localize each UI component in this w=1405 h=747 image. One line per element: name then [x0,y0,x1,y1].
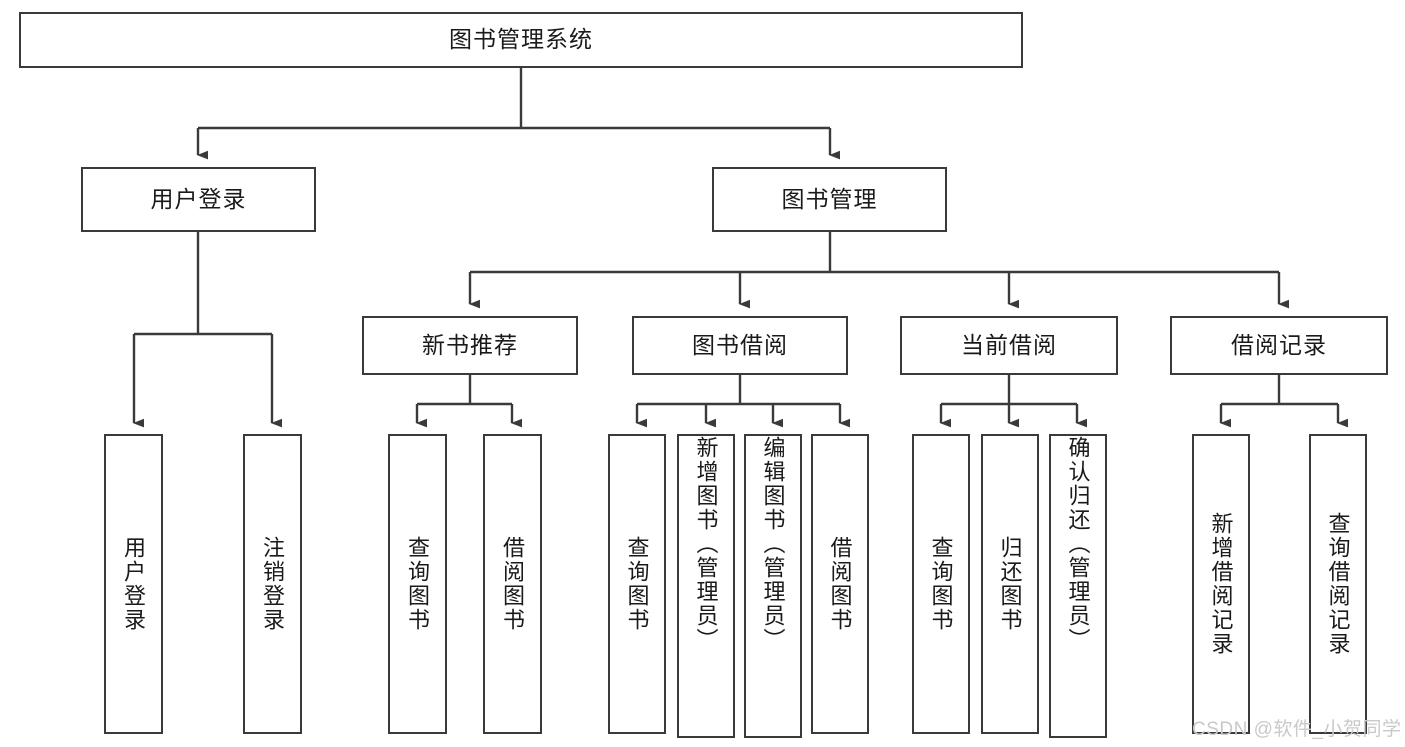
leaf-user-login[interactable]: 用户登录 [104,434,163,734]
node-label: 查询图书 [624,536,650,632]
leaf-user-logout[interactable]: 注销登录 [243,434,302,734]
leaf-current-return-book[interactable]: 归还图书 [981,434,1039,734]
node-label: 新书推荐 [422,331,518,358]
node-label: 确认归还（管理员） [1065,436,1091,652]
leaf-recommend-query-book[interactable]: 查询图书 [388,434,447,734]
node-label: 借阅图书 [827,536,853,632]
node-label: 查询借阅记录 [1325,512,1351,656]
leaf-borrow-edit-book-admin[interactable]: 编辑图书（管理员） [744,434,802,738]
node-label: 用户登录 [150,185,247,212]
node-label: 新增图书（管理员） [693,436,719,652]
leaf-records-query-record[interactable]: 查询借阅记录 [1309,434,1367,734]
leaf-borrow-query-book[interactable]: 查询图书 [608,434,666,734]
leaf-records-add-record[interactable]: 新增借阅记录 [1192,434,1250,734]
leaf-recommend-borrow-book[interactable]: 借阅图书 [483,434,542,734]
leaf-current-query-book[interactable]: 查询图书 [912,434,970,734]
node-label: 归还图书 [997,536,1023,632]
csdn-watermark: CSDN @软件_小贺同学 [1192,719,1402,740]
node-label: 图书管理 [781,185,878,212]
node-label: 图书管理系统 [449,26,593,53]
node-new-book-recommend[interactable]: 新书推荐 [362,316,578,375]
node-label: 新增借阅记录 [1208,512,1234,656]
leaf-borrow-borrow-book[interactable]: 借阅图书 [811,434,869,734]
node-label: 用户登录 [121,536,147,632]
leaf-borrow-add-book-admin[interactable]: 新增图书（管理员） [677,434,735,738]
node-label: 借阅记录 [1231,331,1327,358]
node-current-borrow[interactable]: 当前借阅 [900,316,1118,375]
node-label: 图书借阅 [692,331,788,358]
node-book-borrow[interactable]: 图书借阅 [632,316,848,375]
node-label: 查询图书 [928,536,954,632]
node-label: 注销登录 [260,536,286,632]
node-root-system[interactable]: 图书管理系统 [19,12,1023,68]
node-borrow-records[interactable]: 借阅记录 [1170,316,1388,375]
node-user-login[interactable]: 用户登录 [81,167,316,232]
node-label: 当前借阅 [961,331,1057,358]
leaf-current-confirm-return-admin[interactable]: 确认归还（管理员） [1049,434,1107,738]
node-label: 借阅图书 [500,536,526,632]
node-label: 查询图书 [405,536,431,632]
node-label: 编辑图书（管理员） [760,436,786,652]
node-book-management[interactable]: 图书管理 [712,167,947,232]
